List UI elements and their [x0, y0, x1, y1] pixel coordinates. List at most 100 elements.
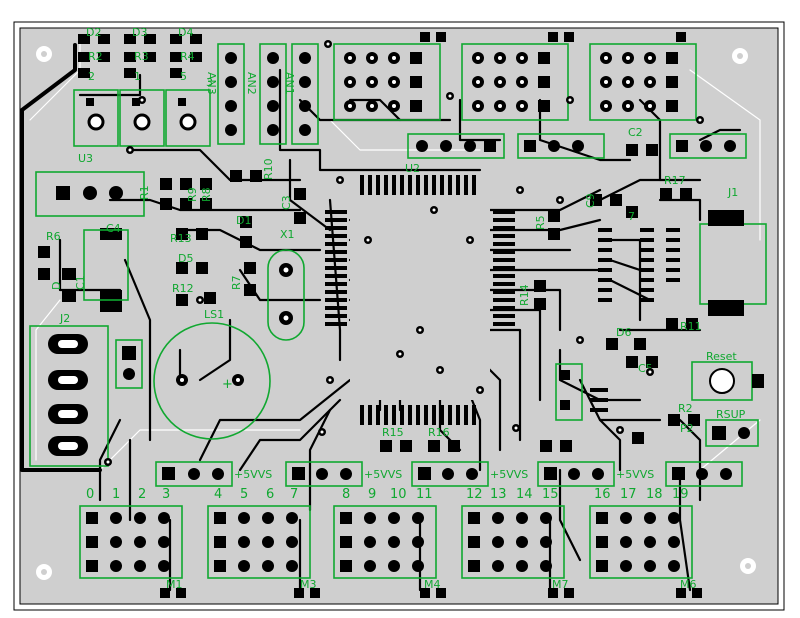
label-c1: C1 — [74, 275, 87, 290]
label-ls1: LS1 — [204, 308, 224, 321]
label-ls2: 2 — [88, 70, 95, 83]
pin-num-14: 14 — [516, 487, 533, 502]
analog-headers: AN3 AN2 AN1 3 — [205, 43, 319, 145]
u2-pins-bottom — [360, 405, 476, 425]
label-r5: R5 — [534, 215, 547, 230]
buzzer-plus: + — [222, 377, 233, 392]
label-m3: M3 — [300, 578, 317, 591]
pin-num-11: 11 — [416, 487, 433, 502]
label-d5: D5 — [178, 252, 193, 265]
usb-pins — [666, 228, 680, 282]
label-r13: R13 — [170, 232, 192, 245]
label-c4: C4 — [106, 222, 121, 235]
label-reset: Reset — [706, 350, 737, 363]
pin-num-12: 12 — [466, 487, 483, 502]
label-ls5: 5 — [180, 70, 187, 83]
label-j2: J2 — [59, 312, 70, 325]
header-bottom-4 — [461, 505, 565, 579]
pin-num-8: 8 — [342, 487, 350, 502]
right-components: C2 R17 J1 C9 7 R5 R14 R11 — [518, 126, 767, 452]
label-m7: M7 — [552, 578, 569, 591]
label-d6: D6 — [616, 326, 631, 339]
label-r6: R6 — [46, 230, 61, 243]
pin-num-18: 18 — [646, 487, 663, 502]
label-c9: C9 — [584, 193, 597, 208]
label-x1: X1 — [280, 228, 295, 241]
bottom-pin-numbers: 0 1 2 3 4 5 6 7 8 9 10 11 12 13 14 15 16… — [86, 487, 689, 502]
pin-num-2: 2 — [138, 487, 146, 502]
header-top-3 — [589, 43, 697, 121]
label-r11: R11 — [680, 320, 702, 333]
pot-outlines — [73, 89, 211, 147]
label-r12: R12 — [172, 282, 194, 295]
copper-clearance — [29, 39, 761, 471]
label-r10: R10 — [262, 158, 275, 180]
label-m6: M6 — [680, 578, 697, 591]
pin-num-13: 13 — [490, 487, 507, 502]
pin-num-19: 19 — [672, 487, 689, 502]
header-top-1 — [333, 43, 441, 121]
label-r14: R14 — [518, 284, 531, 306]
pin-num-6: 6 — [266, 487, 274, 502]
label-ls3: 3 — [206, 76, 213, 89]
label-u3: U3 — [78, 152, 93, 165]
label-d2: D2 — [86, 26, 101, 39]
label-r1: R1 — [138, 185, 151, 200]
pin-num-16: 16 — [594, 487, 611, 502]
label-p2: P2 — [680, 422, 694, 435]
pin-num-15: 15 — [542, 487, 559, 502]
label-an2: AN2 — [245, 72, 258, 95]
crystal-x1: X1 — [267, 228, 305, 341]
label-u2: U2 — [405, 162, 420, 175]
buzzer-ls1: + LS1 — [153, 308, 271, 440]
label-5vvs-1: +5VVS — [234, 468, 272, 481]
label-r16: R16 — [428, 426, 450, 439]
label-c2: C2 — [628, 126, 643, 139]
label-r3: R3 — [134, 50, 149, 63]
label-r8: R8 — [200, 187, 213, 202]
label-r9: R9 — [186, 187, 199, 202]
label-an1: AN1 — [283, 72, 296, 95]
pin-num-4: 4 — [214, 487, 222, 502]
u2-pins-top — [360, 175, 476, 195]
left-smd: R1 R9 R8 R10 C3 D1 R13 D5 R12 R7 R6 C4 D… — [38, 158, 306, 312]
jack-j2: J2 — [29, 312, 143, 467]
label-r7: R7 — [230, 275, 243, 290]
u2-pins-left — [325, 210, 347, 326]
label-j1: J1 — [727, 186, 738, 199]
pin-num-17: 17 — [620, 487, 637, 502]
label-d4: D4 — [178, 26, 193, 39]
ic-u2: U2 — [325, 162, 515, 425]
label-c3: C3 — [280, 195, 293, 210]
label-5vvs-3: +5VVS — [490, 468, 528, 481]
label-c7: 7 — [628, 210, 635, 223]
header-bottom-5 — [589, 505, 693, 579]
label-r4: R4 — [180, 50, 195, 63]
label-r15: R15 — [382, 426, 404, 439]
label-5vvs-2: +5VVS — [364, 468, 402, 481]
bottom-headers — [79, 505, 693, 579]
u2-pins-right — [493, 210, 515, 326]
header-bottom-2 — [207, 505, 311, 579]
header-bottom-3 — [333, 505, 437, 579]
label-5vvs-4: +5VVS — [616, 468, 654, 481]
u-right-pins — [598, 228, 654, 302]
pin-num-9: 9 — [368, 487, 376, 502]
pin-num-10: 10 — [390, 487, 407, 502]
label-d1: D1 — [236, 214, 251, 227]
label-rsup: RSUP — [716, 408, 746, 421]
bottom-edge: M1 M3 M4 M7 M6 — [160, 578, 702, 598]
top-edge-pads — [420, 32, 686, 42]
top-left-smd: D2 D3 D4 R2 R3 R4 2 1 5 — [78, 26, 202, 83]
label-r17: R17 — [664, 174, 686, 187]
label-r2: R2 — [88, 50, 103, 63]
power-headers: +5VVS +5VVS +5VVS +5VVS — [155, 461, 743, 487]
top-headers — [333, 43, 747, 159]
pin-num-3: 3 — [162, 487, 170, 502]
label-an3: AN3 — [205, 72, 218, 95]
label-ls1: 1 — [134, 70, 141, 83]
label-m4: M4 — [424, 578, 441, 591]
pin-num-5: 5 — [240, 487, 248, 502]
regulator-u3: U3 — [35, 152, 145, 217]
